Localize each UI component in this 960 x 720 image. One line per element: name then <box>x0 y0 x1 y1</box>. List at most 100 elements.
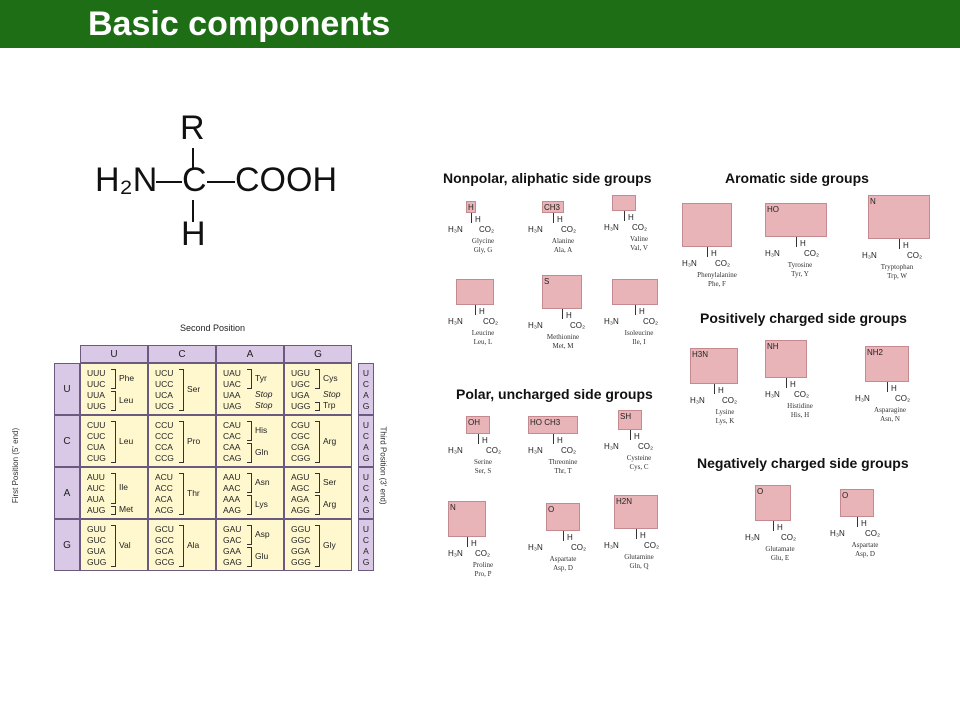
alpha-hydrogen: H <box>800 239 806 248</box>
generic-amino-acid-structure: R H₂N C COOH H <box>90 110 350 260</box>
alpha-hydrogen: H <box>475 215 481 224</box>
amino-acid-label: Glu <box>255 550 269 561</box>
bond-bottom <box>192 200 194 222</box>
amino-acid-name: Aspartate <box>549 555 577 563</box>
row-header-label: C <box>63 436 71 447</box>
codon: GCU <box>155 524 174 534</box>
codon: AGG <box>291 505 310 515</box>
codon-bracket <box>111 391 116 411</box>
amino-acid-label: Ser <box>323 476 337 487</box>
section-polar: Polar, uncharged side groups <box>456 386 653 402</box>
amino-acid-abbreviation: Lys, K <box>715 417 735 425</box>
side-group-atoms: N <box>870 197 876 206</box>
side-chain-highlight <box>456 279 494 305</box>
amino-acid-abbreviation: Ile, I <box>632 338 646 346</box>
codon: GAC <box>223 535 242 545</box>
carboxylate-group: CO₂ <box>638 442 654 451</box>
codon: AAG <box>223 505 241 515</box>
third-position-letter: C <box>362 483 370 493</box>
codon-bracket <box>315 473 320 493</box>
amine-group: H₃N <box>604 442 619 451</box>
codon: ACU <box>155 472 173 482</box>
codon: UGC <box>291 379 310 389</box>
amino-acid-label: Trp <box>323 400 336 410</box>
third-position-letter: C <box>362 379 370 389</box>
amino-acid-abbreviation: Gly, G <box>473 246 493 254</box>
amine-group: H₃N <box>830 529 845 538</box>
codon: UUA <box>87 390 105 400</box>
bond-right <box>207 181 235 183</box>
side-chain-highlight <box>682 203 732 247</box>
codon: GGU <box>291 524 311 534</box>
codon-bracket <box>315 495 320 515</box>
codon: UAA <box>223 390 241 400</box>
amino-acid-label: Asn <box>255 476 270 487</box>
amino-acid-abbreviation: Ala, A <box>553 246 573 254</box>
codon: UUU <box>87 368 106 378</box>
codon-bracket <box>247 473 252 493</box>
amino-acid-name: Tryptophan <box>880 263 914 271</box>
amino-acid-abbreviation: Phe, F <box>708 280 726 288</box>
alpha-hydrogen: H <box>718 386 724 395</box>
codon-bracket <box>315 421 320 463</box>
codon: UGA <box>291 390 310 400</box>
alpha-hydrogen: H <box>479 307 485 316</box>
side-chain-bond <box>553 213 554 223</box>
codon: GGG <box>291 557 311 567</box>
amino-acid-abbreviation: Cys, C <box>629 463 649 471</box>
amino-acid-abbreviation: Ser, S <box>474 467 492 475</box>
codon-bracket <box>111 506 116 515</box>
amine-group: H₃N <box>855 394 870 403</box>
side-chain-highlight <box>840 489 874 517</box>
codon: AGA <box>291 494 309 504</box>
amino-acid-label: Stop <box>323 389 341 399</box>
side-chain-bond <box>630 430 631 440</box>
carboxylate-group: CO₂ <box>571 543 587 552</box>
codon-bracket <box>179 421 184 463</box>
codon-bracket <box>315 525 320 567</box>
r-group-label: R <box>180 109 205 147</box>
amino-acid-abbreviation: His, H <box>790 411 810 419</box>
section-nonpolar: Nonpolar, aliphatic side groups <box>443 170 652 186</box>
codon-bracket <box>247 443 252 463</box>
codon: UGG <box>291 401 311 411</box>
amino-acid-label: Gly <box>323 539 336 550</box>
side-group-atoms: SH <box>620 412 632 421</box>
side-chain-bond <box>636 529 637 539</box>
codon: CCA <box>155 442 173 452</box>
third-position-letter: A <box>363 494 369 504</box>
amino-acid-label: Tyr <box>255 372 267 383</box>
codon: UCC <box>155 379 174 389</box>
amino-acid-label: Pro <box>187 435 201 446</box>
side-group-atoms: NH2 <box>867 348 884 357</box>
codon: AAC <box>223 483 241 493</box>
side-chain-bond <box>887 382 888 392</box>
amino-acid-label: Ala <box>187 539 200 550</box>
codon: UCU <box>155 368 174 378</box>
amino-acid-label: Met <box>119 504 134 514</box>
bond-left <box>156 181 182 183</box>
codon: UAU <box>223 368 241 378</box>
carboxylate-group: CO₂ <box>561 446 577 455</box>
codon-bracket <box>247 369 252 389</box>
amine-group: H₃N <box>448 317 463 326</box>
amine-group: H₃N <box>528 446 543 455</box>
row-header-label: G <box>63 540 71 551</box>
alpha-hydrogen: H <box>557 436 563 445</box>
side-group-atoms: O <box>548 505 555 514</box>
side-chain-bond <box>624 211 625 221</box>
side-chain-bond <box>471 213 472 223</box>
column-header: U <box>80 345 148 363</box>
third-position-letter: G <box>362 453 370 463</box>
codon: CUU <box>87 420 106 430</box>
